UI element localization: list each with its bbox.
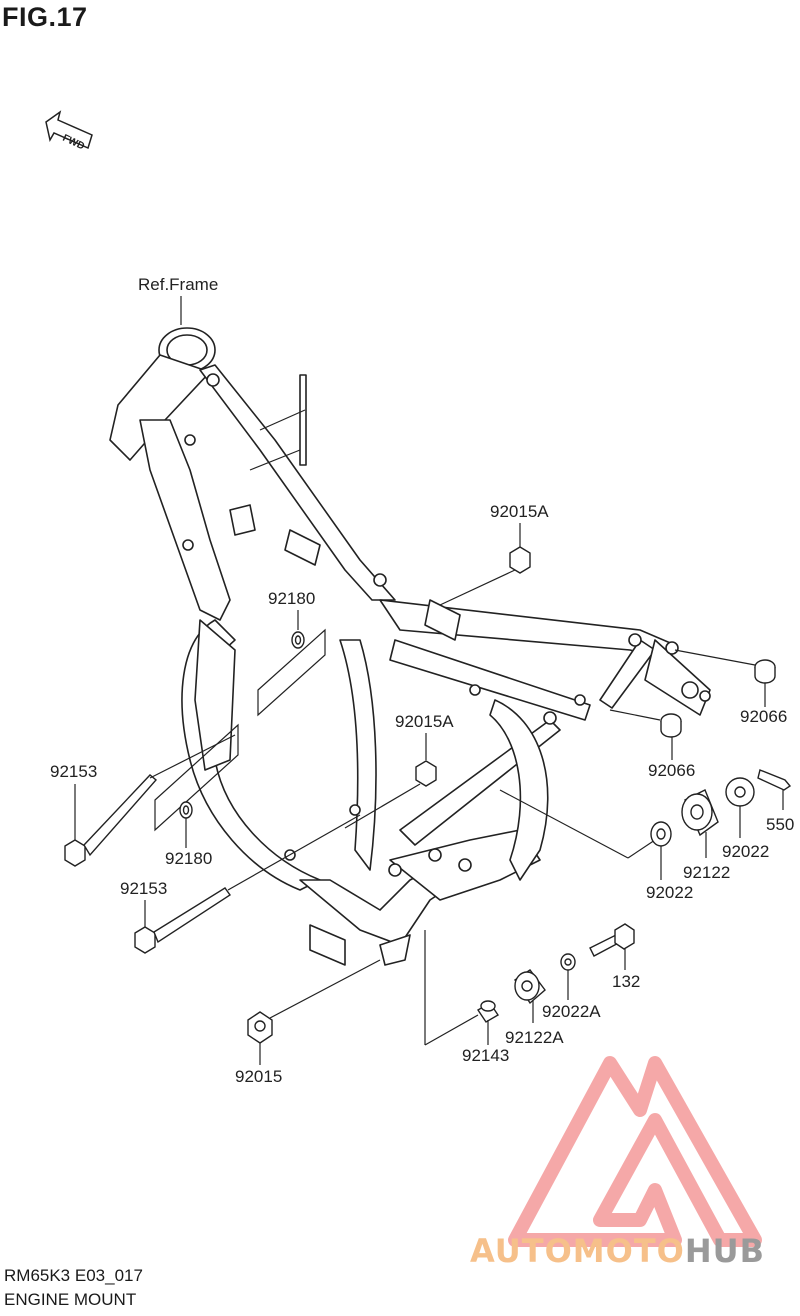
- part-label: 92022A: [542, 1002, 601, 1021]
- part-label: 92122A: [505, 1028, 564, 1047]
- fwd-arrow-icon: FWD: [45, 110, 93, 152]
- part-label: 550: [766, 815, 794, 834]
- part-92122A: 92122A: [505, 969, 564, 1047]
- part-92153-top: 92153: [50, 734, 236, 867]
- part-label: 92153: [120, 879, 167, 898]
- figure-title: FIG.17: [2, 2, 88, 32]
- part-label: 92180: [165, 849, 212, 868]
- part-92015A-mid: 92015A: [344, 712, 454, 829]
- part-label: 92015A: [395, 712, 454, 731]
- motorcycle-frame: [109, 327, 711, 966]
- part-92122: 92122: [681, 789, 730, 882]
- watermark-part3: HUB: [684, 1232, 766, 1270]
- diagram-code: RM65K3 E03_017: [4, 1266, 143, 1285]
- part-92143: 92143: [424, 930, 509, 1065]
- part-92015A-top: 92015A: [439, 502, 549, 606]
- part-label: 92143: [462, 1046, 509, 1065]
- watermark-text: AUTOMOTOHUB: [470, 1232, 765, 1270]
- part-550: 550: [757, 769, 794, 834]
- part-92066-right: 92066: [674, 649, 787, 726]
- part-92015: 92015: [235, 959, 381, 1086]
- watermark-part1: AUTO: [470, 1232, 573, 1270]
- part-92022-left: 92022: [499, 789, 693, 902]
- part-92180-top: 92180: [268, 589, 315, 649]
- part-label: 92022: [722, 842, 769, 861]
- part-label: 92122: [683, 863, 730, 882]
- diagram-name: ENGINE MOUNT: [4, 1290, 137, 1309]
- part-label: 92180: [268, 589, 315, 608]
- leader-boxes: [154, 628, 326, 832]
- watermark-logo: [508, 1056, 762, 1247]
- part-92066-mid: 92066: [609, 709, 695, 780]
- part-92180-low: 92180: [165, 801, 212, 868]
- watermark-part2: MOTO: [572, 1232, 685, 1270]
- part-label: 92066: [740, 707, 787, 726]
- part-label: 92066: [648, 761, 695, 780]
- part-92022A: 92022A: [542, 953, 601, 1021]
- part-label: 92015A: [490, 502, 549, 521]
- part-92153-low: 92153: [120, 814, 361, 954]
- part-label: 92022: [646, 883, 693, 902]
- part-label: 92015: [235, 1067, 282, 1086]
- ref-frame-label: Ref.Frame: [138, 275, 218, 294]
- part-label: 132: [612, 972, 640, 991]
- part-132: 132: [589, 923, 640, 991]
- part-92022-right: 92022: [722, 777, 769, 861]
- part-label: 92153: [50, 762, 97, 781]
